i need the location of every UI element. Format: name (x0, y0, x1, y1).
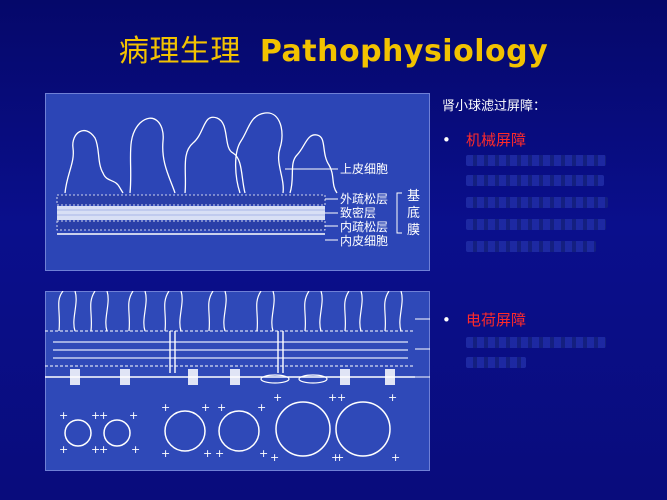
svg-text:+: + (131, 443, 140, 456)
charge-barrier-diagram: ++ ++ ++ ++ ++ ++ ++ ++ ++ ++ ++ ++ (45, 291, 430, 471)
svg-text:+: + (161, 447, 170, 460)
label-outer-loose-layer: 外疏松层 (340, 192, 389, 206)
filtration-barrier-layers-diagram: 上皮细胞 外疏松层 致密层 内疏松层 内皮细胞 基 底 膜 (45, 93, 430, 271)
charged-molecules (64, 401, 391, 457)
dense-layer (57, 206, 325, 220)
svg-text:+: + (388, 391, 397, 404)
label-basement-membrane-2: 底 (407, 206, 421, 221)
podocyte-outline (64, 129, 124, 194)
foot-processes (58, 291, 403, 332)
bullet-charge-barrier: 电荷屏障 (466, 311, 527, 329)
svg-text:+: + (335, 451, 344, 464)
label-basement-membrane-3: 膜 (407, 223, 421, 238)
svg-text:+: + (215, 447, 224, 460)
layers-illustration (56, 112, 402, 241)
label-epithelial-cell: 上皮细胞 (340, 162, 389, 176)
svg-text:+: + (259, 447, 268, 460)
svg-text:+: + (161, 401, 170, 414)
svg-text:+: + (391, 451, 400, 464)
outer-loose-layer (56, 194, 326, 206)
label-inner-loose-layer: 内疏松层 (340, 220, 389, 234)
svg-text:+: + (273, 391, 282, 404)
charge-signs: ++ ++ ++ ++ ++ ++ ++ ++ ++ ++ ++ ++ (59, 391, 400, 464)
podocyte-outline (234, 112, 284, 194)
label-basement-membrane-1: 基 (407, 189, 421, 204)
podocyte-outline (129, 117, 176, 194)
podocyte-outline (184, 116, 246, 194)
svg-text:+: + (59, 409, 68, 422)
svg-text:+: + (217, 401, 226, 414)
svg-text:+: + (59, 443, 68, 456)
podocyte-outline (289, 134, 338, 194)
bullet-marker: • (442, 311, 451, 329)
svg-text:+: + (270, 451, 279, 464)
charge-barrier-illustration: ++ ++ ++ ++ ++ ++ ++ ++ ++ ++ ++ ++ (45, 291, 430, 464)
panel-heading: 肾小球滤过屏障： (442, 99, 547, 114)
svg-text:+: + (99, 409, 108, 422)
fenestrae (70, 369, 395, 385)
svg-text:+: + (331, 451, 340, 464)
inner-loose-layer (56, 220, 326, 231)
svg-text:+: + (91, 409, 100, 422)
svg-text:+: + (99, 443, 108, 456)
label-endothelial-cell: 内皮细胞 (340, 234, 389, 248)
svg-text:+: + (201, 401, 210, 414)
svg-text:+: + (91, 443, 100, 456)
bullet-mechanical-barrier: 机械屏障 (466, 131, 527, 149)
svg-text:+: + (203, 447, 212, 460)
label-dense-layer: 致密层 (340, 206, 377, 220)
pores (169, 331, 284, 373)
charge-dashes (53, 341, 408, 359)
svg-text:+: + (328, 391, 337, 404)
svg-text:+: + (257, 401, 266, 414)
svg-text:+: + (129, 409, 138, 422)
slide-title: 病理生理 Pathophysiology (0, 26, 667, 70)
svg-text:+: + (337, 391, 346, 404)
title-english: Pathophysiology (259, 34, 549, 69)
bullet-marker: • (442, 131, 451, 149)
title-chinese: 病理生理 (118, 34, 241, 69)
